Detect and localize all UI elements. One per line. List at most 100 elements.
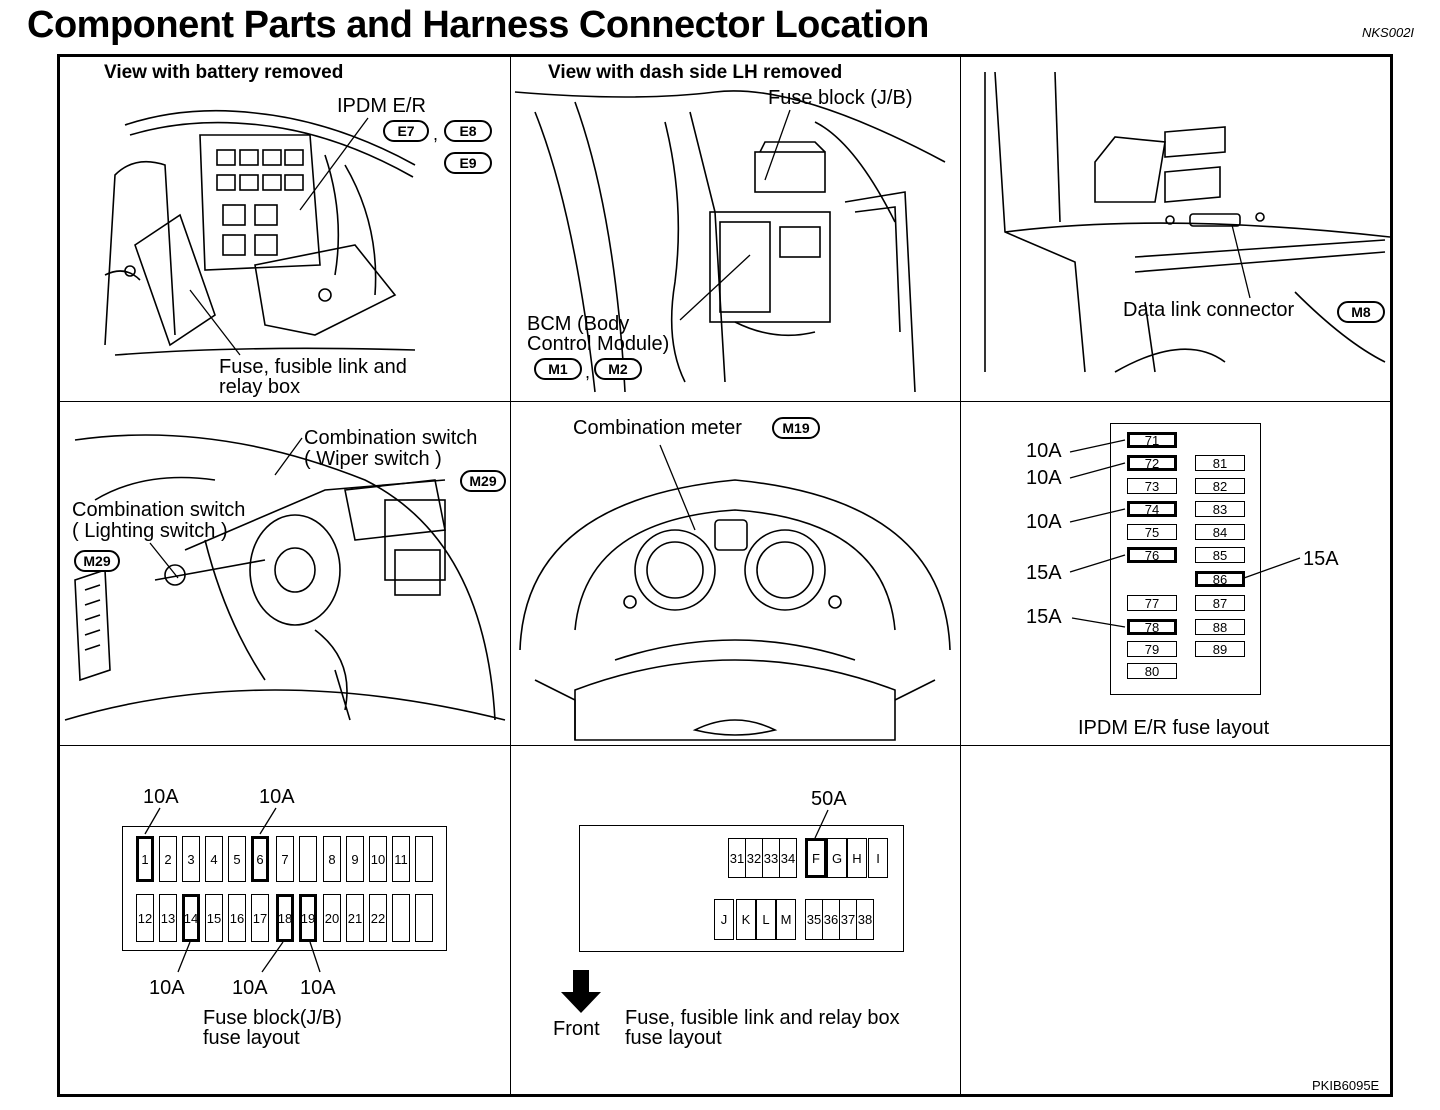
fuse-11: 11: [392, 836, 410, 882]
figure-code: PKIB6095E: [1312, 1078, 1380, 1093]
fuse-12: 12: [136, 894, 154, 942]
connector-badge-e9: E9: [444, 152, 492, 174]
fuse-i: I: [868, 838, 888, 878]
fuse-74-rating: 10A: [1026, 511, 1062, 533]
fuse-79: 79: [1127, 641, 1177, 657]
page-title: Component Parts and Harness Connector Lo…: [27, 4, 929, 46]
fuse-71-rating: 10A: [1026, 440, 1062, 462]
fuse-88: 88: [1195, 619, 1245, 635]
panel2-heading: View with dash side LH removed: [548, 62, 843, 83]
wiper-switch-label-line1: Combination switch: [304, 427, 478, 449]
fuse-18: 18: [276, 894, 294, 942]
reference-code: NKS002I: [1362, 25, 1415, 40]
relay-box-caption-line1: Fuse, fusible link and relay box: [625, 1007, 900, 1029]
grid-divider: [60, 745, 1390, 746]
front-arrow-icon: [561, 970, 601, 1013]
fuse-18-rating: 10A: [232, 977, 268, 999]
fuse-80: 80: [1127, 663, 1177, 679]
lighting-switch-label-line2: ( Lighting switch ): [72, 520, 228, 542]
fuse-10: 10: [369, 836, 387, 882]
fuse-7: 7: [276, 836, 294, 882]
fuse-76: 76: [1127, 547, 1177, 563]
relay-box-fuse-panel: [579, 825, 904, 952]
fuse-14-rating: 10A: [149, 977, 185, 999]
front-label: Front: [553, 1018, 600, 1040]
wiper-switch-label-line2: ( Wiper switch ): [304, 448, 442, 470]
fuse-78-rating: 15A: [1026, 606, 1062, 628]
fuse-1-rating: 10A: [143, 786, 179, 808]
fuse-32: 32: [745, 838, 763, 878]
fuse-37: 37: [839, 899, 857, 940]
fuse-f: F: [805, 838, 827, 878]
connector-badge-m29-lighting: M29: [74, 550, 120, 572]
connector-badge-e7: E7: [383, 120, 429, 142]
relay-box-caption-line2: fuse layout: [625, 1027, 722, 1049]
fuse-83: 83: [1195, 501, 1245, 517]
fuse-f-rating: 50A: [811, 788, 847, 810]
fuse-4: 4: [205, 836, 223, 882]
ipdm-fuse-layout-caption: IPDM E/R fuse layout: [1078, 717, 1270, 739]
connector-badge-e8: E8: [444, 120, 492, 142]
fuse-82: 82: [1195, 478, 1245, 494]
fuse-35: 35: [805, 899, 823, 940]
connector-badge-m2: M2: [594, 358, 642, 380]
combination-meter-label: Combination meter: [573, 417, 742, 439]
diagram-frame: [57, 54, 1393, 1097]
fuse-75: 75: [1127, 524, 1177, 540]
fuse-3: 3: [182, 836, 200, 882]
separator-comma: ,: [433, 124, 439, 144]
fuse-1: 1: [136, 836, 154, 882]
combination-meter-illustration: [519, 479, 951, 741]
fuse-13: 13: [159, 894, 177, 942]
fuse-9: 9: [346, 836, 364, 882]
fuse-89: 89: [1195, 641, 1245, 657]
fuse-19-rating: 10A: [300, 977, 336, 999]
fuse-21: 21: [346, 894, 364, 942]
fuse-78: 78: [1127, 619, 1177, 635]
fuse-16: 16: [228, 894, 246, 942]
fuse-86-rating: 15A: [1303, 548, 1339, 570]
fuse-17: 17: [251, 894, 269, 942]
fuse-34: 34: [779, 838, 797, 878]
ipdm-label: IPDM E/R: [337, 95, 426, 117]
fuse-block-label: Fuse block (J/B): [768, 87, 913, 109]
fuse-73: 73: [1127, 478, 1177, 494]
fuse-empty-slot: [415, 894, 433, 942]
jb-caption-line1: Fuse block(J/B): [203, 1007, 342, 1029]
dash-side-illustration: [514, 90, 946, 393]
bcm-label-line2: Control Module): [527, 333, 670, 355]
fuse-74: 74: [1127, 501, 1177, 517]
panel1-heading: View with battery removed: [104, 62, 344, 83]
fuse-m: M: [776, 899, 796, 940]
lighting-switch-label-line1: Combination switch: [72, 499, 246, 521]
fuse-71: 71: [1127, 432, 1177, 448]
fuse-empty-slot: [299, 836, 317, 882]
fuse-14: 14: [182, 894, 200, 942]
fuse-72-rating: 10A: [1026, 467, 1062, 489]
fuse-2: 2: [159, 836, 177, 882]
separator-comma: ,: [585, 362, 591, 382]
fuse-31: 31: [728, 838, 746, 878]
engine-bay-illustration: [104, 109, 416, 356]
connector-badge-m1: M1: [534, 358, 582, 380]
fuse-85: 85: [1195, 547, 1245, 563]
fuse-76-rating: 15A: [1026, 562, 1062, 584]
connector-badge-m19: M19: [772, 417, 820, 439]
connector-badge-m8: M8: [1337, 301, 1385, 323]
relay-box-label-line1: Fuse, fusible link and: [219, 356, 407, 378]
grid-divider: [510, 57, 511, 1094]
fuse-22: 22: [369, 894, 387, 942]
fuse-l: L: [756, 899, 776, 940]
fuse-15: 15: [205, 894, 223, 942]
grid-divider: [960, 57, 961, 1094]
fuse-h: H: [847, 838, 867, 878]
jb-caption-line2: fuse layout: [203, 1027, 300, 1049]
fuse-6-rating: 10A: [259, 786, 295, 808]
connector-badge-m29-wiper: M29: [460, 470, 506, 492]
